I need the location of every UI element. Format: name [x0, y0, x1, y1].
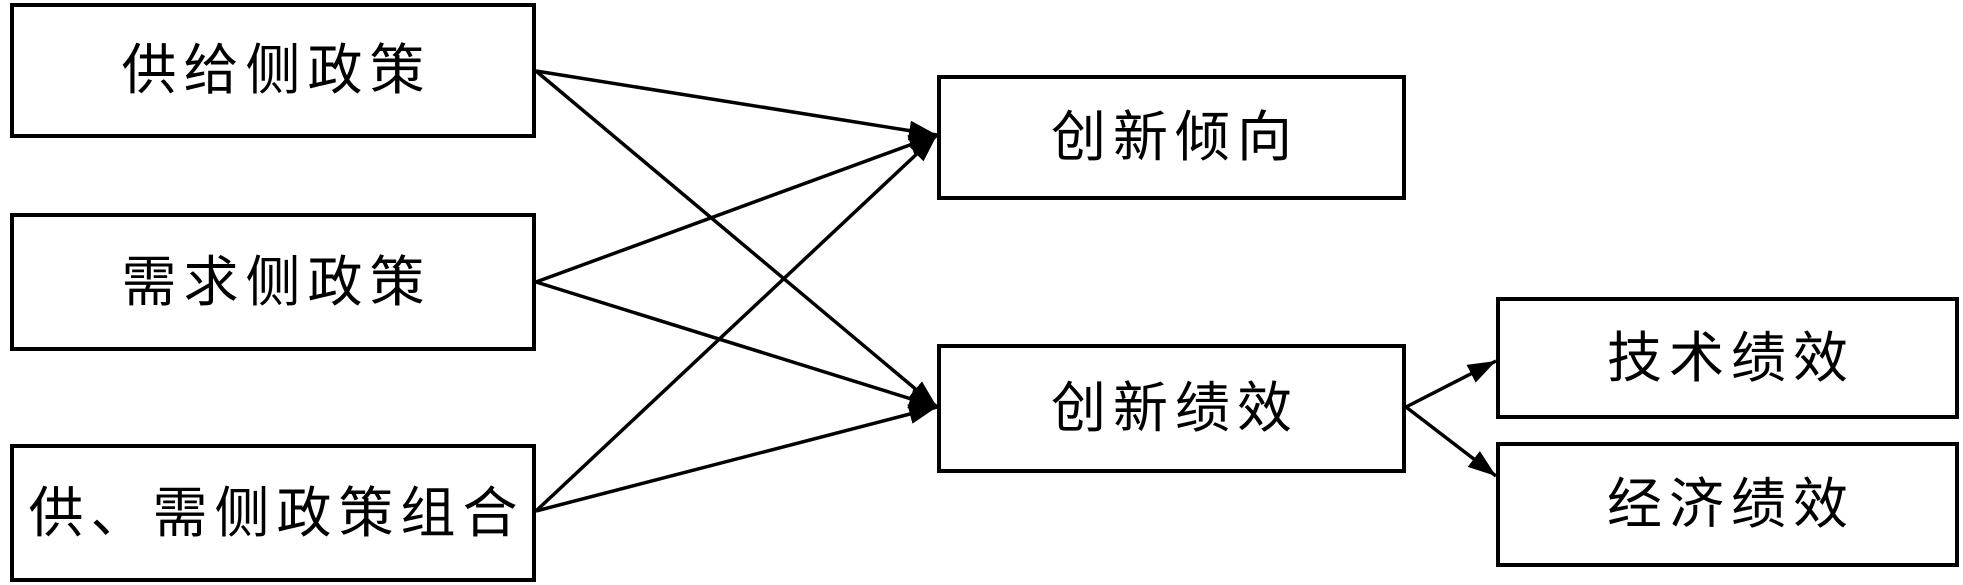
node-technical-performance: 技术绩效 — [1496, 297, 1959, 419]
arrow-demand-to-propensity — [535, 133, 938, 284]
node-demand-side-policy: 需求侧政策 — [10, 213, 536, 351]
arrow-demand-to-performance — [535, 280, 938, 409]
node-label-innovation-performance: 创新绩效 — [1050, 376, 1299, 440]
node-innovation-performance: 创新绩效 — [937, 344, 1406, 473]
node-label-policy-mix: 供、需侧政策组合 — [28, 480, 525, 545]
node-supply-side-policy: 供给侧政策 — [10, 3, 536, 138]
node-label-demand-side-policy: 需求侧政策 — [121, 249, 432, 314]
arrow-performance-to-tech — [1405, 359, 1497, 409]
node-label-technical-performance: 技术绩效 — [1606, 325, 1855, 390]
node-label-supply-side-policy: 供给侧政策 — [121, 38, 432, 102]
arrow-mix-to-performance — [535, 404, 938, 513]
node-label-economic-performance: 经济绩效 — [1606, 472, 1855, 536]
arrow-supply-to-performance — [534, 69, 939, 409]
arrow-mix-to-propensity — [534, 133, 939, 513]
node-policy-mix: 供、需侧政策组合 — [10, 444, 536, 582]
node-label-innovation-propensity: 创新倾向 — [1050, 105, 1299, 169]
node-innovation-propensity: 创新倾向 — [937, 75, 1406, 200]
arrow-performance-to-econ — [1404, 405, 1498, 478]
arrow-supply-to-propensity — [535, 69, 938, 141]
node-economic-performance: 经济绩效 — [1496, 442, 1959, 567]
